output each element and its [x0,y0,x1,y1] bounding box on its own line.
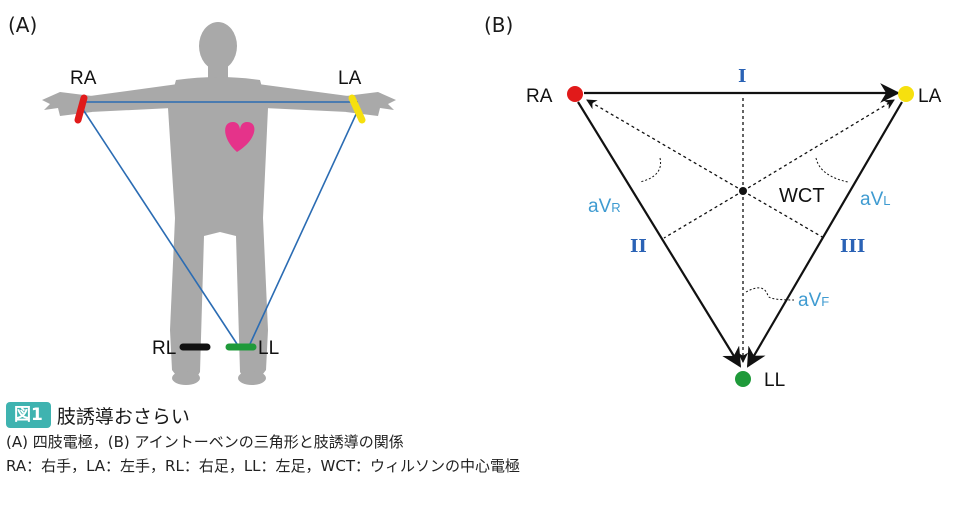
wct-node [739,187,747,195]
ll-node [735,371,751,387]
la-node-label: LA [918,86,942,107]
panel-a-label: (A) [8,13,37,37]
figure-title: 肢誘導おさらい [56,405,190,428]
panel-a: (A) RA LA RL [8,13,396,385]
caption-line-1: (A) 四肢電極，(B) アイントーベンの三角形と肢誘導の関係 [6,433,404,451]
panel-b: (B) RA LA LL I [484,13,942,391]
ra-electrode [74,94,88,124]
ll-node-label: LL [764,370,785,391]
electrode-wires [81,101,359,345]
lead-ii-arrow [577,101,742,368]
ra-node [567,86,583,102]
lead-i-label: I [738,66,746,87]
caption-title-row: 図1 肢誘導おさらい [6,400,956,430]
avr-arrow [586,99,744,192]
avl-arrow [742,99,895,192]
la-electrode-label: LA [338,68,362,89]
panel-b-label: (B) [484,13,513,37]
ra-electrode-label: RA [70,68,97,89]
avr-label: aVR [588,196,621,217]
avf-label: aVF [798,290,829,311]
la-electrode [348,94,366,124]
caption-line-2: RA：右手，LA：左手，RL：右足，LL：左足，WCT：ウィルソンの中心電極 [6,457,521,475]
ra-node-label: RA [526,86,553,107]
projection-right [742,190,825,239]
figure-number-badge: 図1 [6,402,51,428]
projection-left [663,190,744,239]
augmented-callouts [639,157,849,301]
la-node [898,86,914,102]
wct-label: WCT [779,185,825,207]
rl-electrode-label: RL [152,338,176,359]
augmented-leads [586,98,895,364]
lead-ii-label: II [630,236,647,257]
avl-label: aVL [860,189,890,210]
ll-electrode-label: LL [258,338,279,359]
lead-iii-arrow [747,101,903,368]
heart-icon [225,122,255,152]
lead-iii-label: III [840,236,865,257]
einthoven-triangle [577,83,903,368]
figure-caption: 図1 肢誘導おさらい (A) 四肢電極，(B) アイントーベンの三角形と肢誘導の… [6,400,956,478]
human-silhouette-icon [42,22,396,385]
